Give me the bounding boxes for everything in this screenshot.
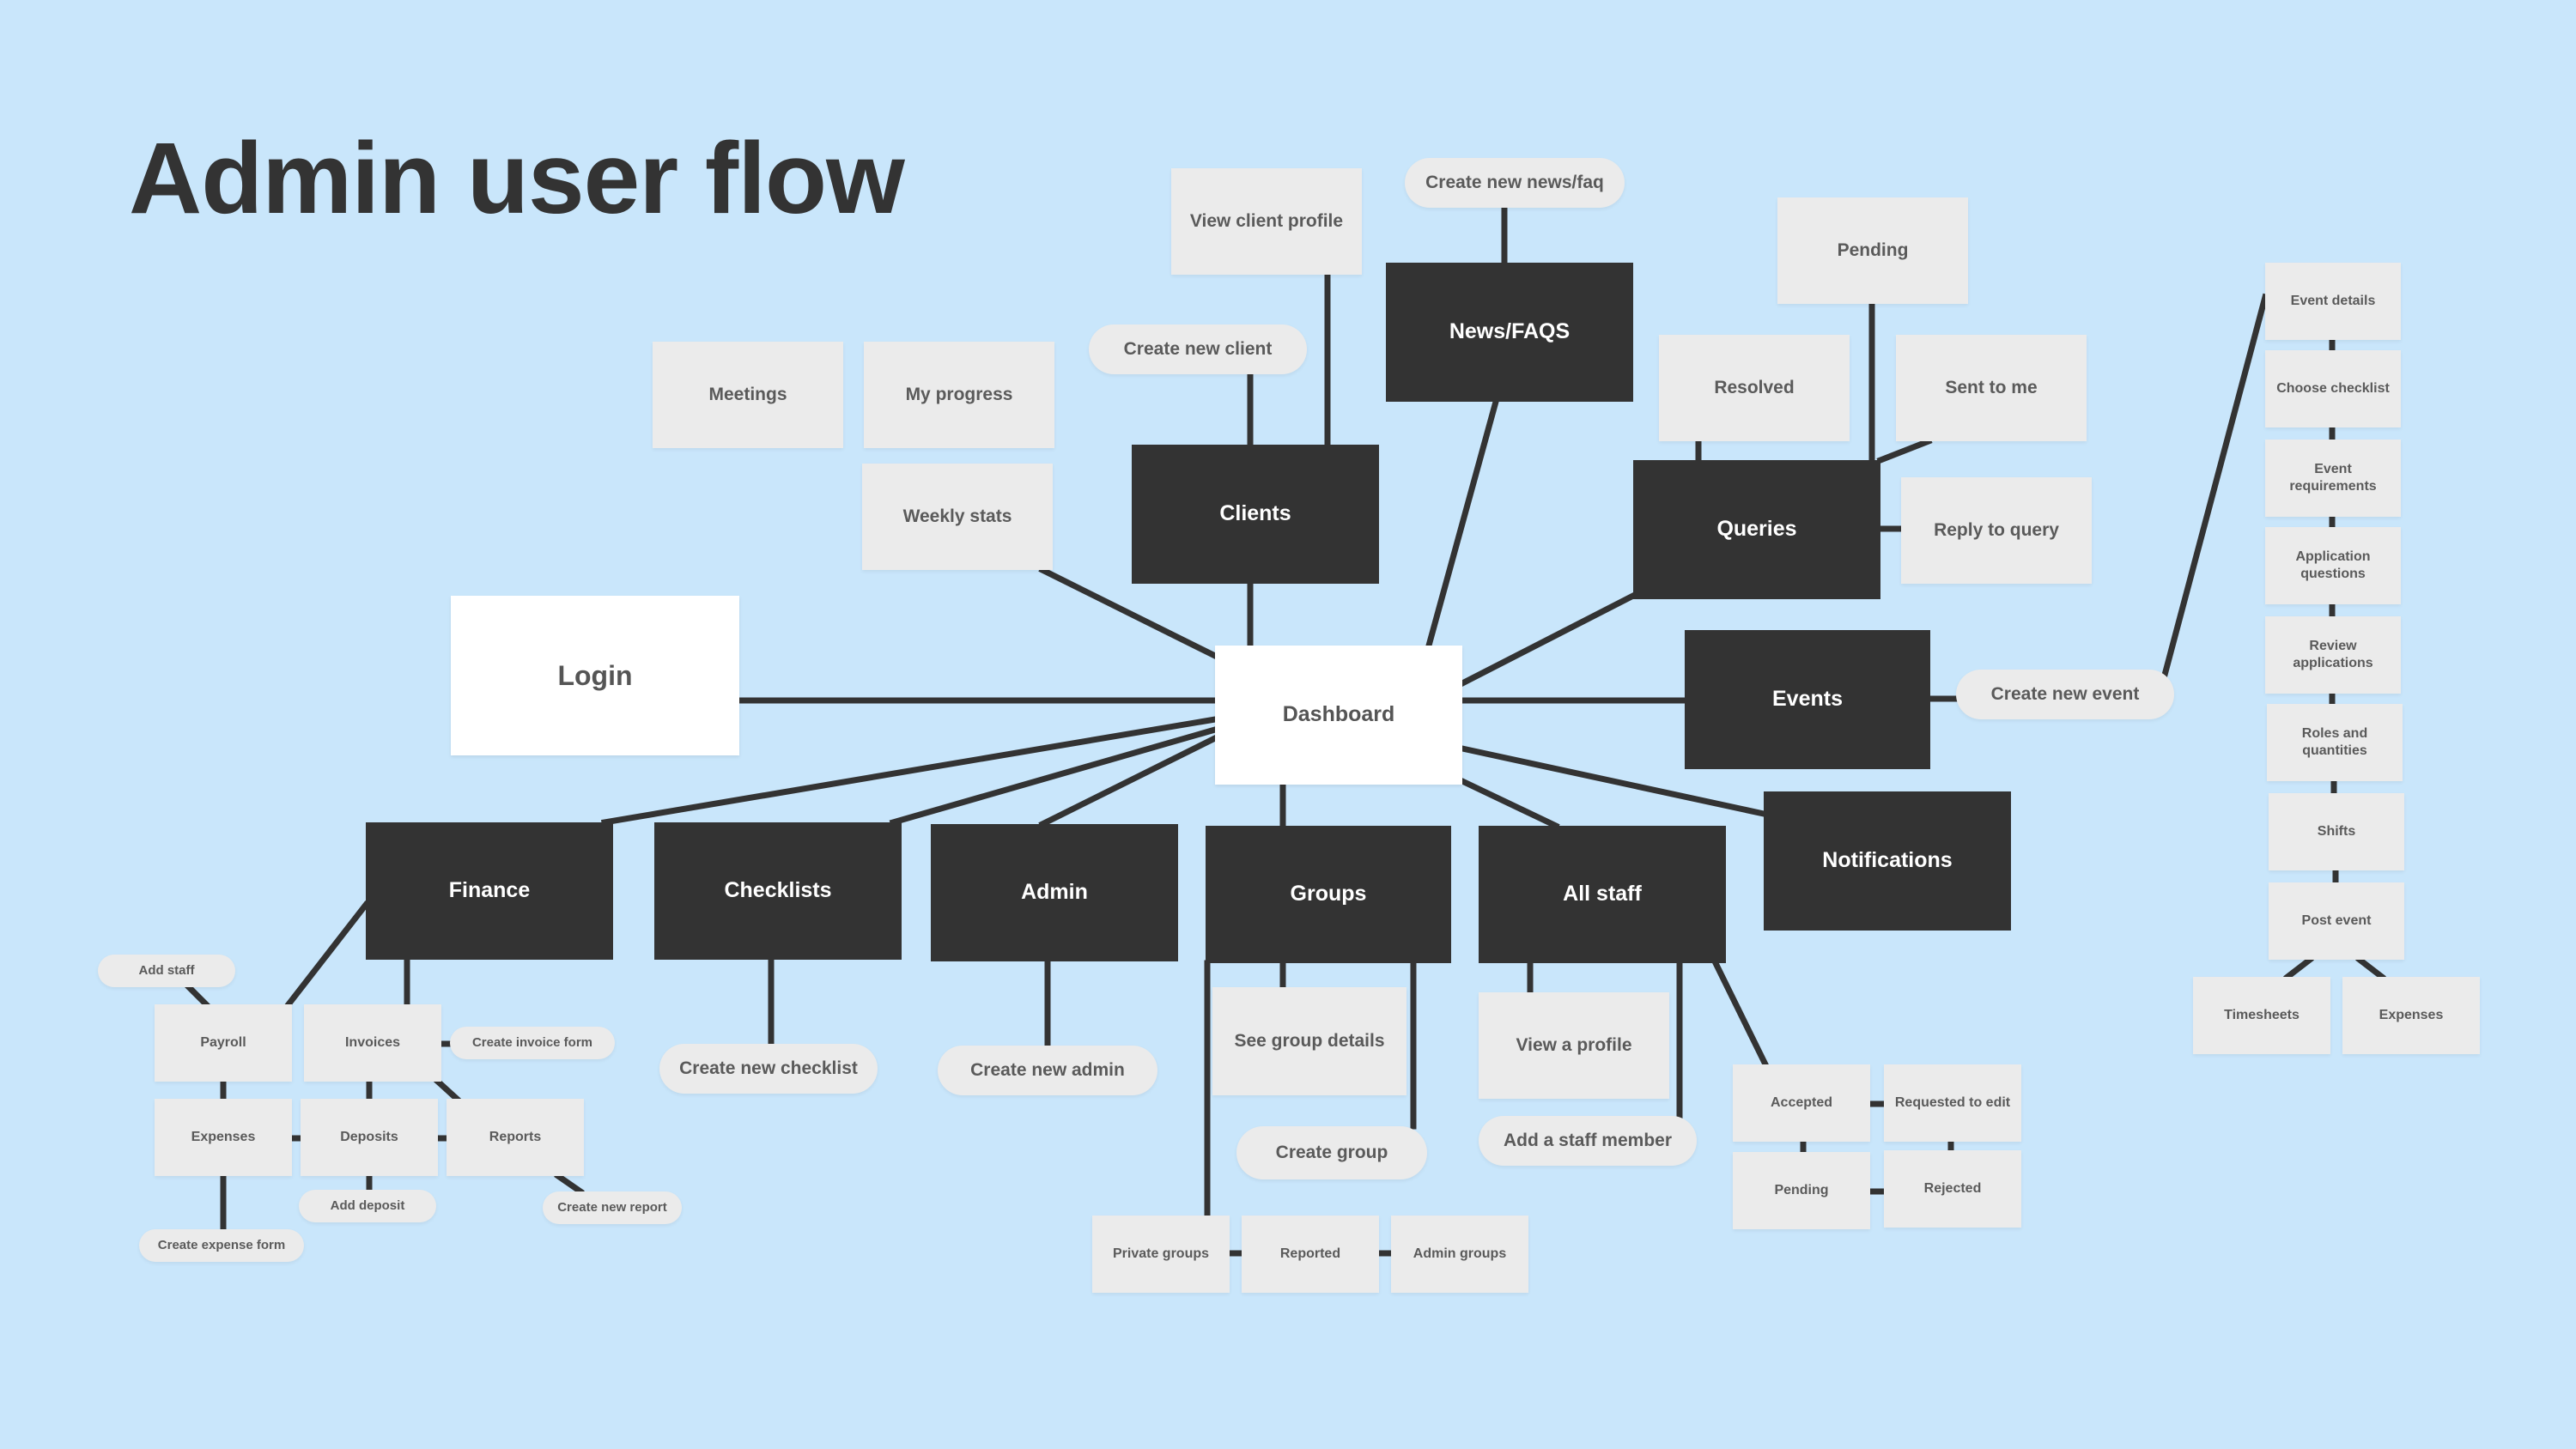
node-viewclientprofile: View client profile — [1171, 168, 1362, 275]
node-deposits: Deposits — [301, 1099, 438, 1176]
node-postevent: Post event — [2269, 882, 2404, 960]
edge-dashboard-allstaff — [1458, 777, 1560, 830]
node-createinvoiceform: Create invoice form — [450, 1027, 615, 1059]
node-admin: Admin — [931, 824, 1178, 961]
node-checklists: Checklists — [654, 822, 902, 960]
edge-finance-payroll — [284, 900, 370, 1009]
edge-queries-senttome — [1876, 437, 1933, 464]
node-invoices: Invoices — [304, 1004, 441, 1082]
node-reviewapps: Review applications — [2265, 616, 2401, 694]
node-roles: Roles and quantities — [2267, 704, 2403, 781]
node-pending_q: Pending — [1777, 197, 1968, 304]
node-createnewevent: Create new event — [1956, 670, 2174, 719]
node-clients: Clients — [1132, 445, 1379, 584]
node-seegroupdetails: See group details — [1212, 987, 1406, 1095]
node-choosechecklist: Choose checklist — [2265, 350, 2401, 427]
edge-dashboard-queries — [1458, 591, 1637, 688]
edge-dashboard-admin — [1038, 734, 1219, 828]
node-events: Events — [1685, 630, 1930, 769]
node-rejected: Rejected — [1884, 1150, 2021, 1228]
node-allstaff: All staff — [1479, 826, 1726, 963]
page-title: Admin user flow — [129, 122, 905, 235]
node-notifications: Notifications — [1764, 791, 2011, 931]
node-groups: Groups — [1206, 826, 1451, 963]
edge-postevent-expenses_ev — [2355, 955, 2386, 981]
edge-payroll-addstaff — [185, 983, 210, 1009]
node-timesheets: Timesheets — [2193, 977, 2330, 1054]
node-createnewchecklist: Create new checklist — [659, 1044, 878, 1094]
edge-dashboard-newsfaqs — [1425, 397, 1500, 650]
node-createnewadmin: Create new admin — [938, 1046, 1157, 1095]
node-pending_s: Pending — [1733, 1152, 1870, 1229]
edge-reports-createnewreport — [554, 1172, 585, 1196]
node-replytoquery: Reply to query — [1901, 477, 2092, 584]
edge-dashboard-weeklystats — [1038, 566, 1219, 660]
node-reports: Reports — [447, 1099, 584, 1176]
node-dashboard: Dashboard — [1215, 646, 1462, 785]
node-reported: Reported — [1242, 1216, 1379, 1293]
node-newsfaqs: News/FAQS — [1386, 263, 1633, 402]
node-resolved: Resolved — [1659, 335, 1850, 441]
node-myprogress: My progress — [864, 342, 1054, 448]
node-expenses_ev: Expenses — [2342, 977, 2480, 1054]
node-viewaprofile: View a profile — [1479, 992, 1669, 1099]
node-requestedtoedit: Requested to edit — [1884, 1064, 2021, 1142]
node-createexpenseform: Create expense form — [139, 1229, 304, 1262]
node-addstaff: Add staff — [98, 955, 235, 987]
node-expenses_fin: Expenses — [155, 1099, 292, 1176]
edge-dashboard-finance — [600, 715, 1219, 827]
edge-dashboard-checklists — [889, 725, 1219, 827]
edge-invoices-reports — [434, 1077, 461, 1103]
node-admingroups: Admin groups — [1391, 1216, 1528, 1293]
node-meetings: Meetings — [653, 342, 843, 448]
edge-allstaff-accepted — [1711, 959, 1770, 1069]
node-login: Login — [451, 596, 739, 755]
edge-dashboard-notifications — [1458, 744, 1768, 818]
node-weeklystats: Weekly stats — [862, 464, 1053, 570]
node-queries: Queries — [1633, 460, 1880, 599]
node-eventdetails: Event details — [2265, 263, 2401, 340]
node-payroll: Payroll — [155, 1004, 292, 1082]
node-adddeposit: Add deposit — [299, 1190, 436, 1222]
node-senttome: Sent to me — [1896, 335, 2087, 441]
node-createnewclient: Create new client — [1089, 324, 1307, 374]
node-appquestions: Application questions — [2265, 527, 2401, 604]
node-createnewnews: Create new news/faq — [1405, 158, 1625, 208]
node-shifts: Shifts — [2269, 793, 2404, 870]
node-accepted: Accepted — [1733, 1064, 1870, 1142]
node-createnewreport: Create new report — [543, 1191, 682, 1224]
node-privategroups: Private groups — [1092, 1216, 1230, 1293]
edge-postevent-timesheets — [2283, 955, 2314, 981]
edge-createnewevent-eventdetails — [2160, 293, 2269, 682]
node-finance: Finance — [366, 822, 613, 960]
node-creategroup: Create group — [1236, 1126, 1427, 1179]
node-addastaffmember: Add a staff member — [1479, 1116, 1697, 1166]
node-eventreq: Event requirements — [2265, 440, 2401, 517]
